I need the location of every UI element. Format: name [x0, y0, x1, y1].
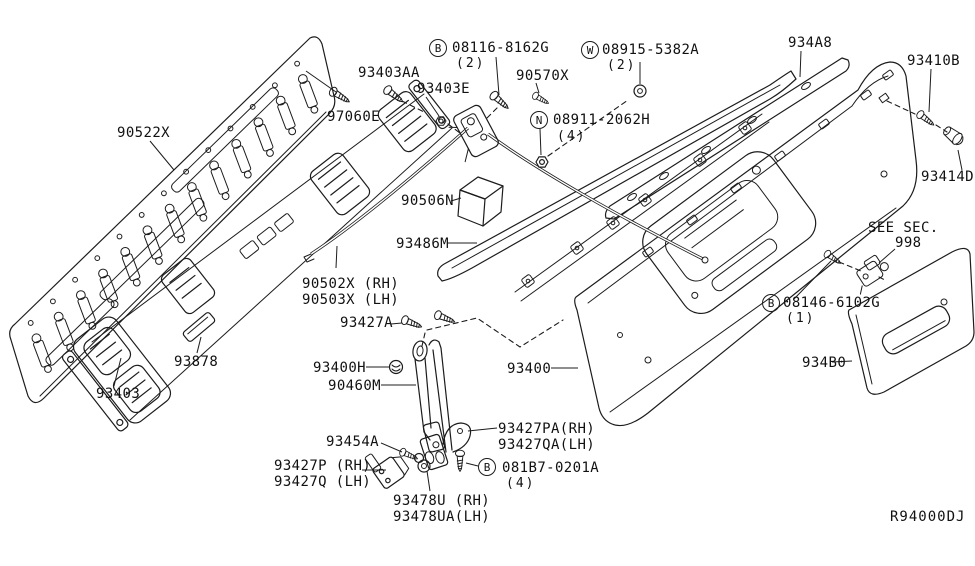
part-label-93454A: 93454A: [326, 434, 379, 450]
part-label-93427P: 93427P (RH): [274, 458, 371, 474]
stud-strip: [514, 113, 770, 302]
drawing-code: R94000DJ: [890, 509, 965, 525]
fastener-qty-08911: (4): [557, 129, 586, 144]
assembly-dashed-lines: [401, 99, 948, 348]
note-see-sec: SEE SEC.: [868, 220, 939, 236]
part-label-93410B: 93410B: [907, 53, 960, 69]
part-label-93414D: 93414D: [921, 169, 974, 185]
part-label-90570X: 90570X: [516, 68, 569, 84]
bushings-93478U: [413, 452, 431, 473]
handle-recess: [642, 151, 817, 315]
outer-panel-93400: [574, 61, 918, 427]
fastener-qty-08915: (2): [607, 58, 636, 73]
protector-strip-934A8: [604, 57, 850, 220]
vent-grille-right: [377, 79, 451, 153]
fastener-badges: B W N B B: [429, 39, 780, 476]
fastener-qty-081B7: (4): [506, 476, 535, 491]
fastener-label-08911: 08911-2062H: [553, 112, 650, 128]
part-label-90522X: 90522X: [117, 125, 170, 141]
fastener-label-08116: 08116-8162G: [452, 40, 549, 56]
part-label-97060E: 97060E: [327, 109, 380, 125]
fastener-label-08915: 08915-5382A: [602, 42, 699, 58]
washer-08915: [633, 84, 647, 98]
part-label-934A8: 934A8: [788, 35, 832, 51]
part-label-93427Q: 93427Q (LH): [274, 474, 371, 490]
part-label-93427A: 93427A: [340, 315, 393, 331]
finisher-934B0: [847, 247, 975, 395]
part-label-90460M: 90460M: [328, 378, 381, 394]
part-label-93478UA: 93478UA(LH): [393, 509, 490, 525]
part-label-93427QA: 93427QA(LH): [498, 437, 595, 453]
part-label-93403AA: 93403AA: [358, 65, 420, 81]
bolt-08116: [487, 89, 512, 113]
part-label-93403E: 93403E: [417, 81, 470, 97]
part-label-90502X: 90502X (RH): [302, 276, 399, 292]
part-label-90506N: 90506N: [401, 193, 454, 209]
seal-strip-93486M: [437, 70, 797, 282]
part-label-90503X: 90503X (LH): [302, 292, 399, 308]
part-label-93403: 93403: [96, 386, 140, 402]
part-labels: 90522X 93403AA 97060E 93403E 08116-8162G…: [96, 35, 974, 525]
clip-90570X: [530, 90, 551, 108]
top-edge-slots: [642, 69, 894, 258]
note-see-sec-number: 998: [895, 235, 922, 251]
fastener-label-081B7: 081B7-0201A: [502, 460, 599, 476]
band-slots: [239, 213, 294, 259]
leader-lines: [113, 50, 963, 492]
badge-b-08146: B: [768, 297, 775, 310]
vent-grille-mid: [309, 152, 371, 216]
strip-93878: [182, 312, 216, 342]
bumper-93414D: [943, 126, 964, 146]
finisher-end-93403: [61, 316, 172, 432]
finisher-band-93403: [61, 79, 453, 432]
screw-93427A-1: [399, 314, 424, 332]
part-label-93400: 93400: [507, 361, 551, 377]
part-label-934B0: 934B0: [802, 355, 846, 371]
part-label-93400H: 93400H: [313, 360, 366, 376]
fastener-qty-08116: (2): [456, 56, 485, 71]
perforation-holes: [27, 60, 319, 373]
badge-b-081B7: B: [484, 461, 491, 474]
grommet-93400H: [388, 359, 404, 375]
screw-93410B: [914, 108, 937, 129]
part-label-93427PA: 93427PA(RH): [498, 421, 595, 437]
fastener-label-08146: 08146-6102G: [783, 295, 880, 311]
screw-93403AA: [381, 83, 407, 107]
latch-97060E: [448, 104, 499, 163]
part-label-93478U: 93478U (RH): [393, 493, 490, 509]
hinge-bracket-93427PA: [419, 422, 472, 471]
badge-b-08116: B: [435, 42, 442, 55]
latch-see-sec-998: [856, 254, 889, 295]
release-cable-right: [487, 132, 709, 264]
part-label-93486M: 93486M: [396, 236, 449, 252]
badge-w-08915: W: [587, 44, 594, 57]
badge-n-08911: N: [536, 114, 543, 127]
bolt-081B7: [454, 449, 466, 472]
fastener-qty-08146: (1): [786, 311, 815, 326]
nut-08911: [535, 156, 549, 168]
pivot-bracket-93427P: [364, 453, 410, 489]
long-slots: [45, 87, 279, 366]
pad-90506N: [457, 176, 504, 227]
release-cable-left: [303, 126, 470, 263]
inner-panel-90522X: [9, 36, 336, 404]
vent-grille-small: [160, 257, 216, 315]
part-label-93878: 93878: [174, 354, 218, 370]
